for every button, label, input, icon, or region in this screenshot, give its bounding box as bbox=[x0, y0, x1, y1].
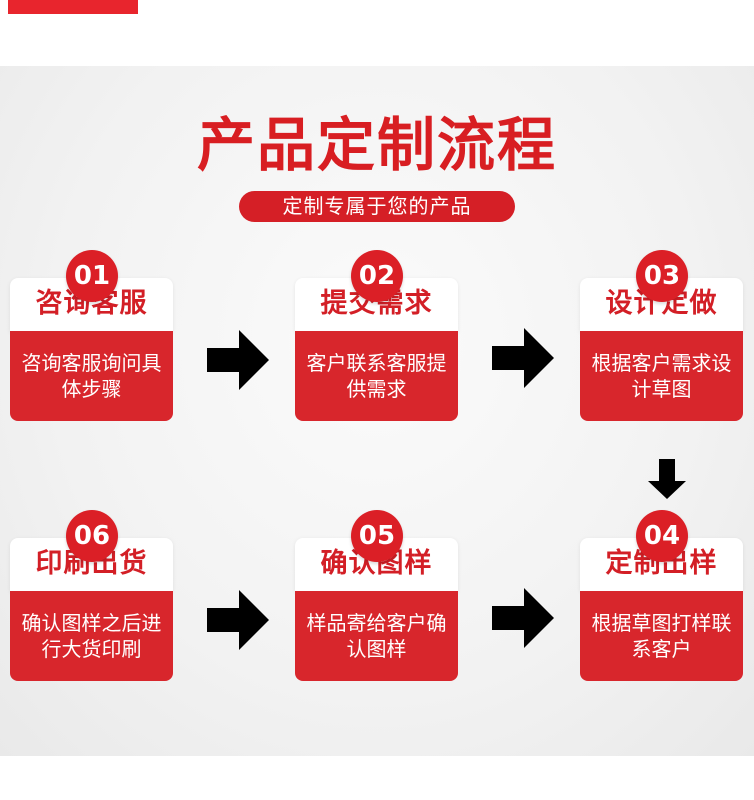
step-description: 咨询客服询问具体步骤 bbox=[21, 351, 162, 401]
step-card-03: 设计定做 根据客户需求设计草图 03 bbox=[580, 250, 743, 421]
card-body: 样品寄给客户确认图样 bbox=[295, 591, 458, 681]
card-body: 根据草图打样联系客户 bbox=[580, 591, 743, 681]
subtitle-badge: 定制专属于您的产品 bbox=[239, 191, 515, 222]
step-description: 样品寄给客户确认图样 bbox=[306, 611, 447, 661]
step-card-06: 印刷出货 确认图样之后进行大货印刷 06 bbox=[10, 510, 173, 681]
card-body: 确认图样之后进行大货印刷 bbox=[10, 591, 173, 681]
step-card-04: 定制出样 根据草图打样联系客户 04 bbox=[580, 510, 743, 681]
top-accent-bar bbox=[8, 0, 138, 14]
step-description: 客户联系客服提供需求 bbox=[306, 351, 447, 401]
step-number-badge: 03 bbox=[636, 250, 688, 302]
arrow-down-icon bbox=[648, 459, 686, 499]
arrow-right-icon bbox=[492, 328, 554, 388]
page-title: 产品定制流程 bbox=[196, 111, 557, 179]
step-description: 确认图样之后进行大货印刷 bbox=[21, 611, 162, 661]
arrow-right-icon bbox=[207, 330, 269, 390]
step-number-badge: 02 bbox=[351, 250, 403, 302]
card-body: 根据客户需求设计草图 bbox=[580, 331, 743, 421]
step-card-01: 咨询客服 咨询客服询问具体步骤 01 bbox=[10, 250, 173, 421]
step-number-badge: 05 bbox=[351, 510, 403, 562]
card-body: 客户联系客服提供需求 bbox=[295, 331, 458, 421]
arrow-right-icon bbox=[492, 588, 554, 648]
card-body: 咨询客服询问具体步骤 bbox=[10, 331, 173, 421]
step-card-02: 提交需求 客户联系客服提供需求 02 bbox=[295, 250, 458, 421]
step-number-badge: 01 bbox=[66, 250, 118, 302]
step-number-badge: 06 bbox=[66, 510, 118, 562]
step-description: 根据客户需求设计草图 bbox=[591, 351, 732, 401]
step-description: 根据草图打样联系客户 bbox=[591, 611, 732, 661]
arrow-right-icon bbox=[207, 590, 269, 650]
step-number-badge: 04 bbox=[636, 510, 688, 562]
step-card-05: 确认图样 样品寄给客户确认图样 05 bbox=[295, 510, 458, 681]
